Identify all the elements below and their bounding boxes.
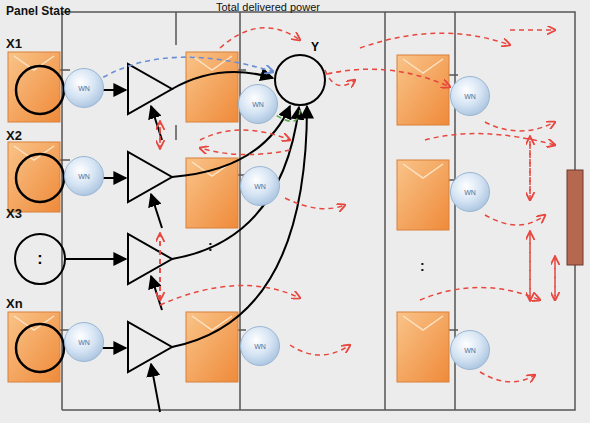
wireless-node: WN (64, 68, 104, 108)
node-text: Y (311, 40, 319, 54)
input-variable: X2 (6, 128, 22, 143)
ellipsis-mark: : (208, 238, 213, 254)
node-text: WN (239, 101, 277, 108)
node-text: WN (451, 93, 489, 100)
signal-connector (103, 57, 273, 77)
wireless-node: WN (238, 84, 278, 124)
input-variable: X3 (6, 206, 22, 221)
signal-connector (327, 69, 450, 87)
input-variable: Xn (6, 296, 23, 311)
wireless-node: WN (64, 322, 104, 362)
wireless-node: WN (240, 326, 280, 366)
node-text: WN (65, 339, 103, 346)
wireless-node: WN (64, 156, 104, 196)
input-variable: X1 (6, 36, 22, 51)
wireless-node: WN (240, 166, 280, 206)
summing-circle: Y (274, 54, 326, 106)
wireless-node: WN (450, 330, 490, 370)
node-text: WN (241, 343, 279, 350)
node-text: : (16, 250, 64, 268)
wireless-node: WN (450, 172, 490, 212)
node-text: WN (451, 189, 489, 196)
output-label: Total delivered power (216, 1, 320, 13)
node-text: WN (241, 183, 279, 190)
signal-connector (277, 108, 300, 121)
axis-label: Panel State (6, 4, 71, 18)
summing-circle: : (14, 233, 66, 285)
wireless-node: WN (450, 76, 490, 116)
node-text: WN (65, 85, 103, 92)
node-text: WN (65, 173, 103, 180)
node-text: WN (451, 347, 489, 354)
ellipsis-mark: : (420, 258, 425, 274)
